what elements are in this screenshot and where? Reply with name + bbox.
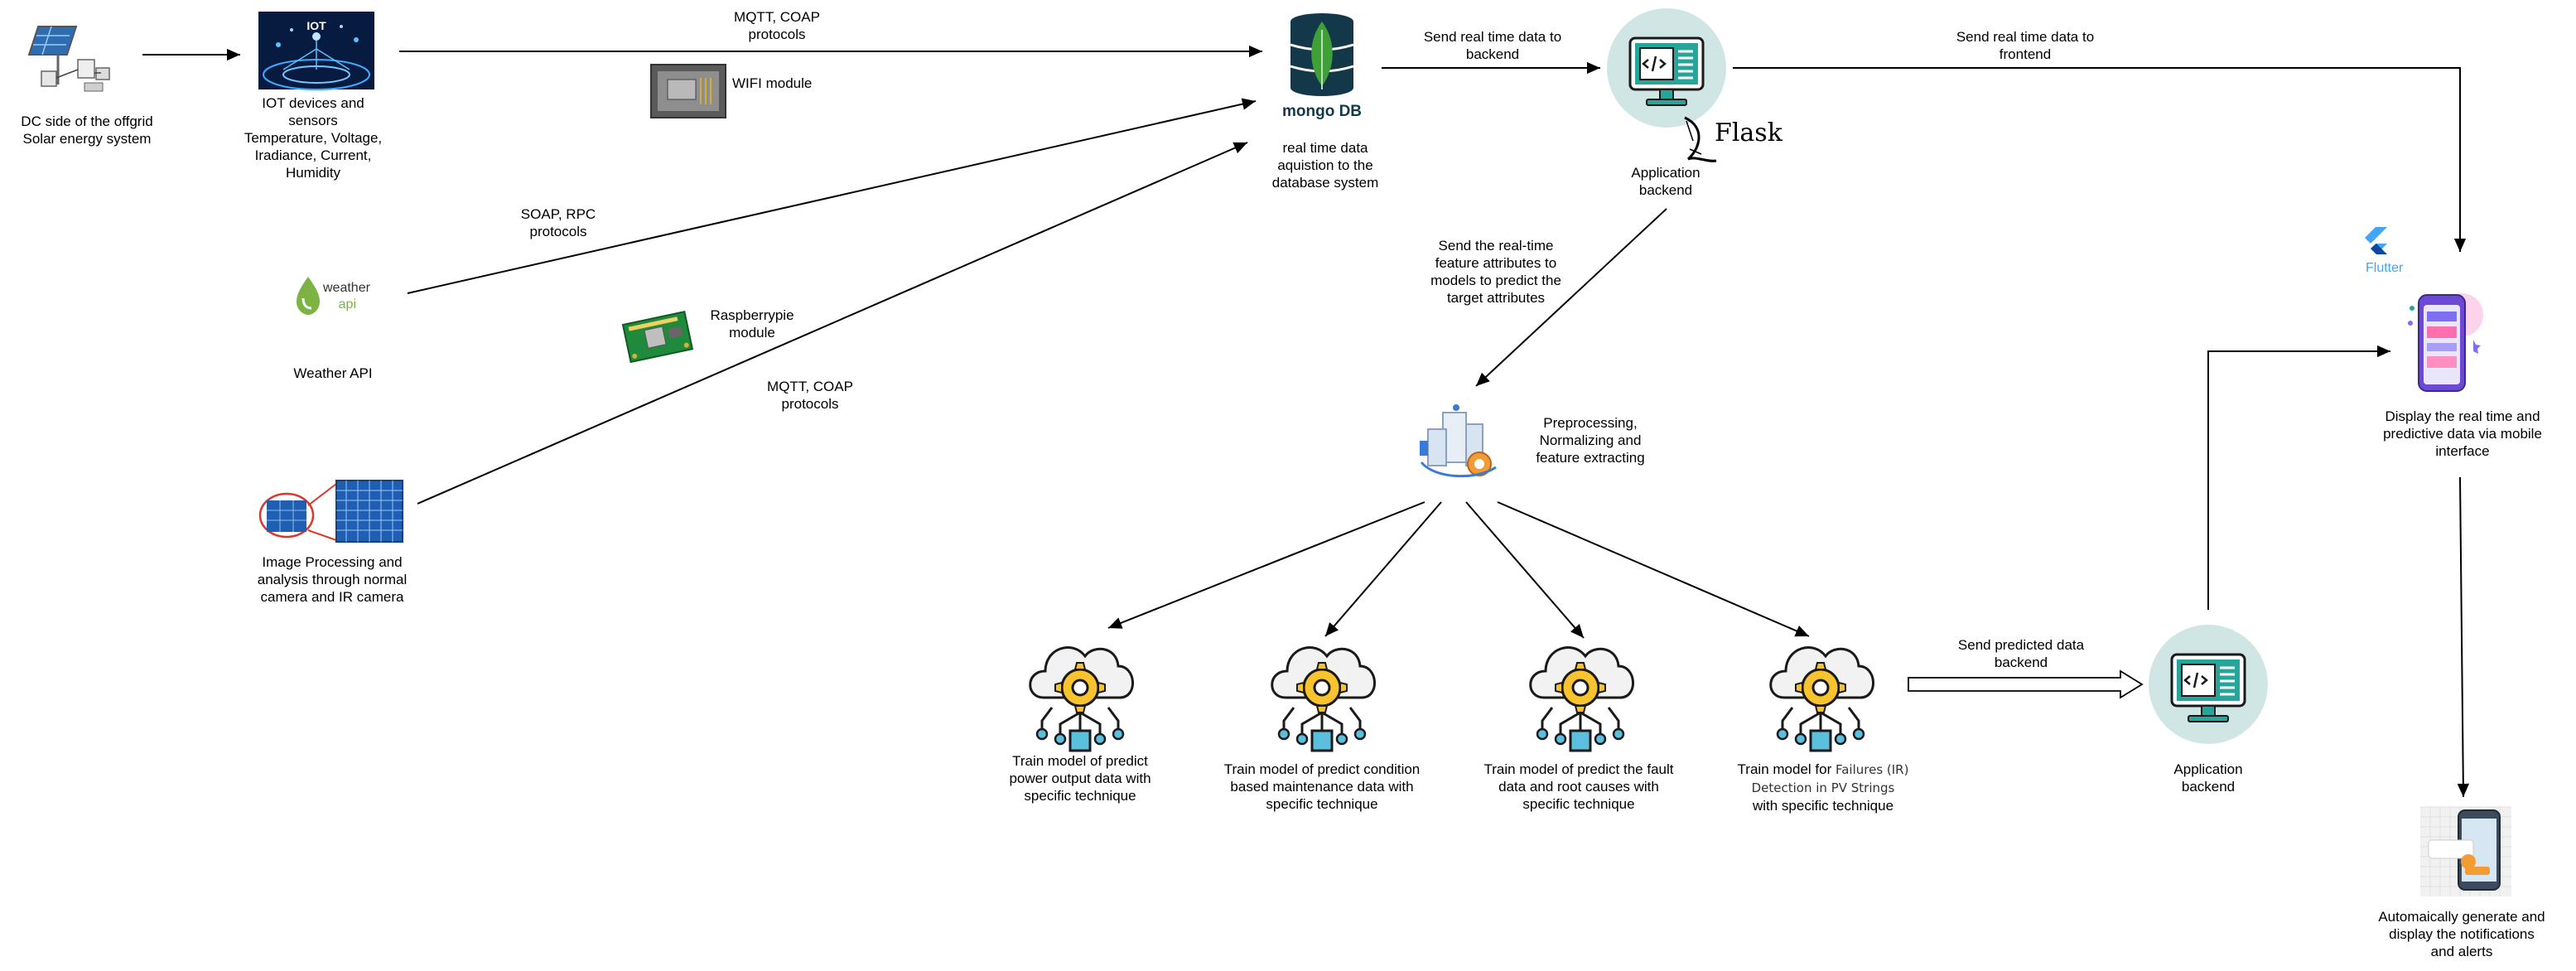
model-maintenance-label: Train model of predict condition based m… bbox=[1223, 761, 1421, 812]
pv-panel-ir-icon bbox=[258, 480, 403, 543]
edge-weather-to-mongodb bbox=[407, 98, 1257, 294]
edge-label-send-predicted: Send predicted data backend bbox=[1957, 637, 2085, 670]
data-processing-icon bbox=[1420, 404, 1497, 478]
edge-frontend-to-notifications bbox=[2457, 476, 2470, 798]
edge-label-raspberry: Raspberrypie module bbox=[710, 307, 794, 341]
model-ir-label: Train model for Failures (IR) Detection … bbox=[1711, 761, 1935, 814]
cloud-gear-icon-fault bbox=[1529, 646, 1635, 752]
weather-logo-text: weather bbox=[322, 281, 371, 295]
edge-preprocessing-to-model-maintenance bbox=[1324, 501, 1442, 637]
edge-label-send-frontend: Send real time data to frontend bbox=[1956, 29, 2095, 62]
flask-backend-label: Application backend bbox=[1631, 165, 1700, 198]
solar-label: DC side of the offgrid Solar energy syst… bbox=[21, 114, 153, 147]
flask-logo-text: Flask bbox=[1715, 118, 1783, 147]
edge-label-mqtt-top: MQTT, COAP protocols bbox=[734, 9, 820, 42]
flask-logo: Flask bbox=[1684, 116, 1783, 162]
edge-label-send-features: Send the real-time feature attributes to… bbox=[1430, 238, 1561, 306]
edge-flask-to-preprocessing bbox=[1475, 208, 1667, 387]
api-logo-text: api bbox=[339, 297, 356, 312]
edge-flask-to-frontend bbox=[1733, 67, 2467, 252]
cloud-gear-icon-power bbox=[1029, 646, 1135, 752]
weather-api-logo: weather api bbox=[297, 277, 371, 315]
mongodb-logo-text: mongo DB bbox=[1282, 103, 1362, 120]
edge-label-mqtt-bottom: MQTT, COAP protocols bbox=[767, 379, 853, 412]
iot-network-icon: IOT bbox=[258, 12, 374, 90]
flutter-logo: Flutter bbox=[2365, 227, 2404, 275]
cloud-gear-icon-ir bbox=[1769, 646, 1875, 752]
mongodb-icon: mongo DB bbox=[1282, 13, 1362, 120]
cloud-gear-icon-maintenance bbox=[1271, 646, 1377, 752]
solar-panel-icon bbox=[27, 26, 110, 92]
flutter-label: Display the real time and predictive dat… bbox=[2383, 408, 2542, 459]
model-power-label: Train model of predict power output data… bbox=[1009, 753, 1151, 804]
iot-label: IOT devices and sensors Temperature, Vol… bbox=[244, 95, 383, 181]
monitor-code-icon-backend2 bbox=[2147, 623, 2270, 746]
image-processing-label: Image Processing and analysis through no… bbox=[257, 554, 408, 605]
mongodb-label: real time data aquistion to the database… bbox=[1271, 140, 1379, 191]
notifications-label: Automaically generate and display the no… bbox=[2378, 909, 2545, 959]
phone-notification-icon bbox=[2420, 806, 2511, 896]
wifi-module-icon bbox=[650, 64, 726, 118]
edge-label-soap: SOAP, RPC protocols bbox=[520, 206, 596, 239]
backend2-label: Application backend bbox=[2173, 761, 2243, 795]
mobile-app-icon bbox=[2408, 293, 2483, 392]
model-ir-label-suffix: with specific technique bbox=[1752, 798, 1894, 814]
edge-preprocessing-to-model-fault bbox=[1465, 501, 1585, 639]
iot-badge: IOT bbox=[306, 19, 326, 32]
preprocessing-label: Preprocessing, Normalizing and feature e… bbox=[1536, 415, 1645, 466]
model-ir-label-highlight: Failures (IR) Detection in PV Strings bbox=[1751, 762, 1909, 795]
weather-api-label: Weather API bbox=[293, 365, 373, 381]
monitor-code-icon bbox=[1605, 7, 1728, 129]
edge-models-to-backend2 bbox=[1908, 669, 2144, 699]
edge-preprocessing-to-model-power bbox=[1107, 501, 1425, 629]
edge-label-send-backend: Send real time data to backend bbox=[1423, 29, 1562, 62]
edge-backend2-to-frontend bbox=[2207, 345, 2390, 610]
model-fault-label: Train model of predict the fault data an… bbox=[1483, 761, 1674, 812]
edge-label-wifi: WIFI module bbox=[732, 75, 813, 91]
raspberry-pi-board-icon bbox=[621, 311, 694, 364]
edge-camera-to-mongodb bbox=[417, 142, 1248, 505]
model-ir-label-prefix: Train model for bbox=[1737, 761, 1836, 777]
edges bbox=[142, 45, 2470, 798]
edge-preprocessing-to-model-ir bbox=[1497, 501, 1810, 637]
flutter-logo-text: Flutter bbox=[2366, 261, 2404, 275]
